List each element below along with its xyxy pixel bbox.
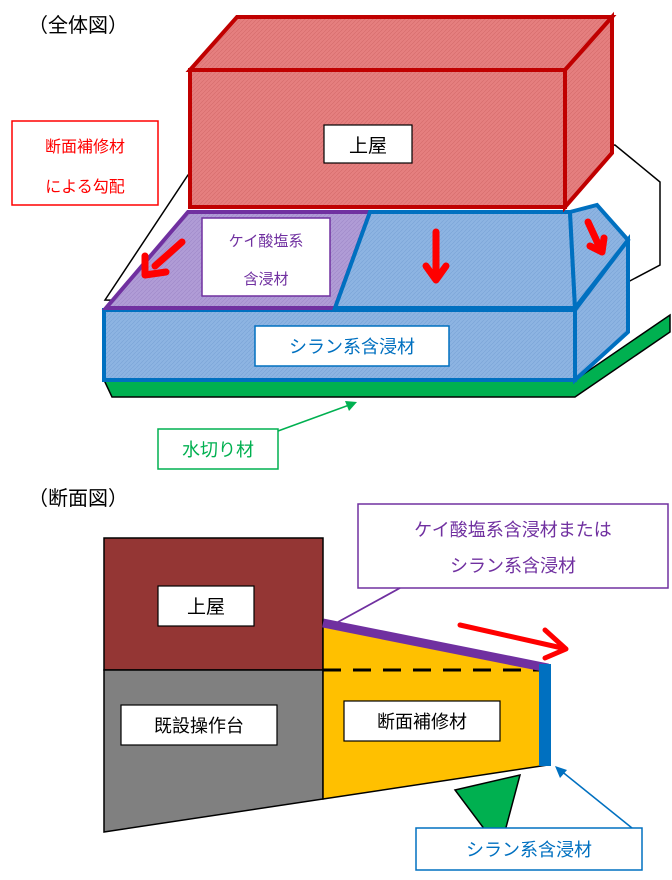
repair-slope-label-box [11,120,159,206]
section-repair-label-box [343,700,501,742]
section-silane-label: シラン系含浸材 [466,840,592,861]
overview-heading: （全体図） [28,13,128,37]
drip-label-box [157,428,279,470]
section-heading: （断面図） [28,486,128,510]
silane-front-slope [332,210,578,310]
slope-arrow-center [422,228,450,284]
section-coating-label-line2: シラン系含浸材 [450,556,576,577]
section-building-label: 上屋 [187,596,225,618]
section-coating-leader [337,587,401,623]
repair-slope-label-line1: 断面補修材 [45,137,125,156]
section-silane-label-box [415,827,643,871]
silicate-label-line1: ケイ酸塩系 [229,232,304,250]
repair-slope-label-line2: による勾配 [45,177,125,196]
silane-label: シラン系含浸材 [289,337,415,358]
section-coating-label-box [357,503,669,589]
silicate-label-line2: 含浸材 [243,270,288,288]
slope-arrow-left [141,238,186,279]
section-existing-deck-label-box [120,704,278,746]
slope-arrow-right [584,218,608,256]
silicate-label-box [201,217,331,297]
silane-right-slope [567,202,631,314]
building-label-box [323,124,413,164]
drip-label: 水切り材 [182,440,254,461]
section-existing-deck-label: 既設操作台 [154,716,244,737]
building-top-face [185,15,617,72]
drip-leader-arrow [277,401,357,432]
section-building-label-box [157,585,255,627]
section-silane-coating [539,664,551,766]
section-existing-deck [103,669,324,833]
section-repair-label: 断面補修材 [377,712,467,733]
section-coating [322,618,549,673]
section-slope-arrow [457,622,569,661]
section-silane-leader [555,766,633,829]
section-coating-label-line1: ケイ酸塩系含浸材または [414,520,612,541]
silane-label-box [254,325,450,367]
building-label: 上屋 [349,135,387,157]
